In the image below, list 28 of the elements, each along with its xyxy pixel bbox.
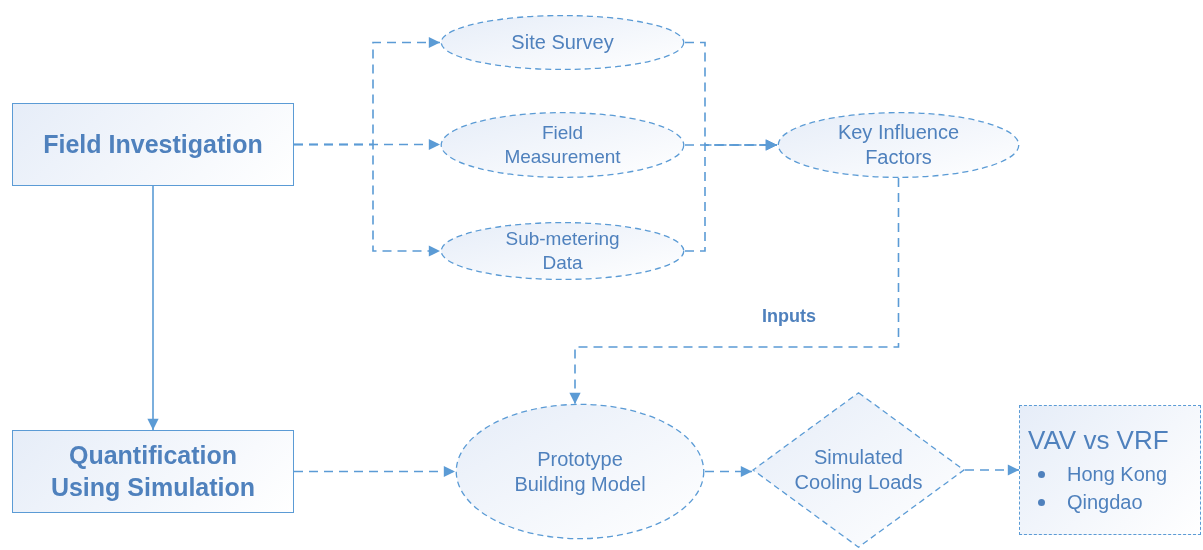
- edge-label: Inputs: [760, 306, 818, 327]
- arrow: [964, 464, 1020, 476]
- process-box: [12, 430, 294, 513]
- process-box: [12, 103, 294, 186]
- node-label: Prototype Building Model: [513, 446, 647, 497]
- node-label: Simulated Cooling Loads: [793, 445, 924, 495]
- process-ellipse: [440, 15, 685, 70]
- node-label: Field Investigation: [43, 128, 263, 160]
- box-heading: VAV vs VRF: [1028, 423, 1169, 457]
- process-ellipse: [455, 403, 705, 540]
- list-item: Qingdao: [1067, 490, 1143, 516]
- node-label: Sub-metering Data: [504, 227, 621, 275]
- node-label: Key Influence Factors: [836, 120, 961, 170]
- process-ellipse: [440, 222, 685, 280]
- arrow: [147, 185, 159, 431]
- list-item: Hong Kong: [1067, 462, 1168, 488]
- arrow: [293, 143, 441, 257]
- arrow: [704, 465, 753, 478]
- arrow: [293, 465, 456, 478]
- decision-diamond: [752, 392, 965, 548]
- process-ellipse: [440, 112, 685, 178]
- node-label: Field Measurement: [503, 121, 622, 169]
- node-label: Site Survey: [511, 30, 614, 55]
- arrow: [569, 177, 900, 405]
- result-box: [1019, 405, 1201, 535]
- arrow: [684, 139, 778, 252]
- node-label: Quantification Using Simulation: [49, 440, 257, 503]
- process-ellipse: [777, 112, 1020, 178]
